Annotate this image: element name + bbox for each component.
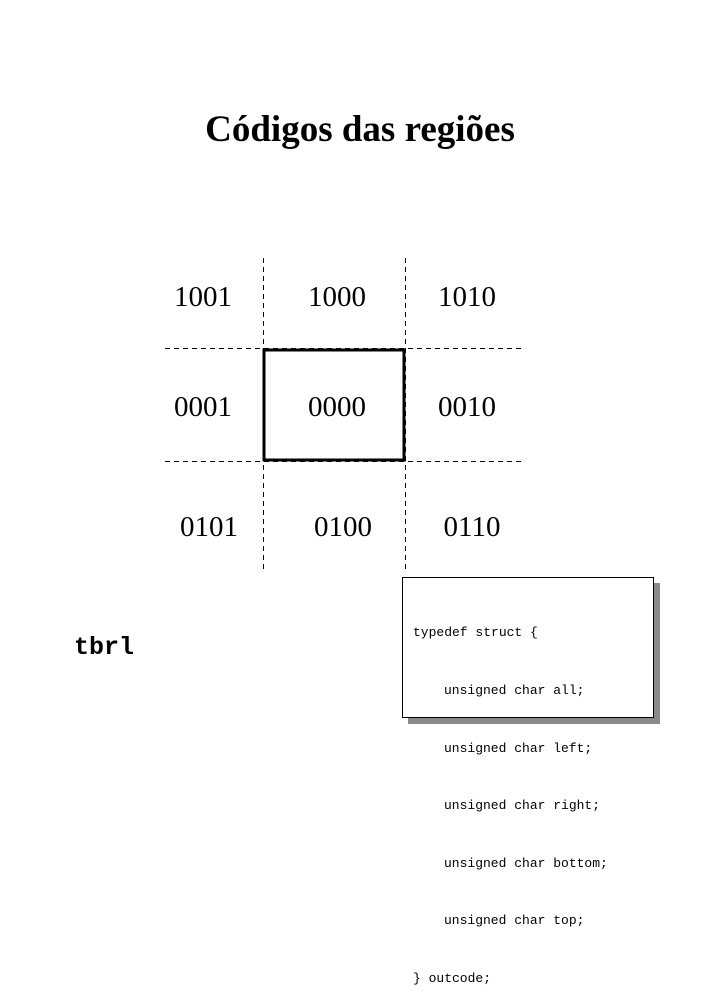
region-codes-diagram: 1001 1000 1010 0001 0000 0010 0101 0100 0110 <box>165 258 522 572</box>
clipping-window <box>262 348 406 462</box>
code-line: unsigned char right; <box>444 798 601 814</box>
code-line: unsigned char all; <box>444 683 585 698</box>
code-line: unsigned char top; <box>444 913 585 929</box>
region-code-0001: 0001 <box>174 391 232 423</box>
region-code-1001: 1001 <box>174 281 232 313</box>
region-labels: 1001 1000 1010 0001 0000 0010 0101 0100 0110 <box>174 281 500 543</box>
region-code-0110: 0110 <box>444 511 501 543</box>
page-title: Códigos das regiões <box>205 109 515 150</box>
region-code-0101: 0101 <box>180 511 238 543</box>
code-line: } outcode; <box>413 970 492 986</box>
region-code-0100: 0100 <box>314 511 372 543</box>
code-line: typedef struct { <box>413 625 538 641</box>
code-line: unsigned char bottom; <box>444 855 608 871</box>
region-code-0010: 0010 <box>438 391 496 423</box>
code-line: unsigned char left; <box>444 740 593 756</box>
region-code-1010: 1010 <box>438 281 496 313</box>
region-code-1000: 1000 <box>308 281 366 313</box>
region-code-0000: 0000 <box>308 391 366 423</box>
bit-order-label: tbrl <box>74 633 135 662</box>
outcode-struct-code-box: typedef struct { unsigned char all; unsi… <box>402 577 654 986</box>
